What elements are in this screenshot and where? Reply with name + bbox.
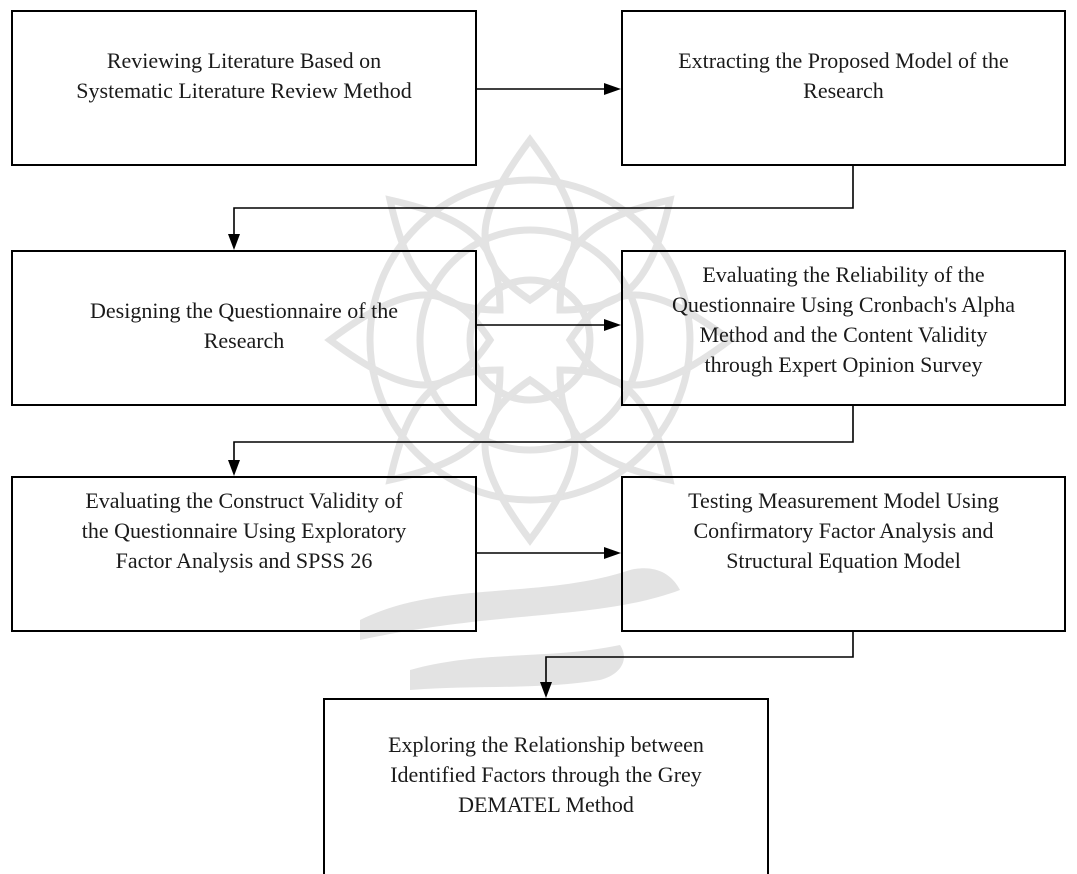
step-label: Testing Measurement Model Using Confirma…: [688, 486, 999, 576]
step-label: Exploring the Relationship between Ident…: [388, 730, 704, 820]
arrowhead-right: [604, 83, 621, 95]
step-text-line: through Expert Opinion Survey: [704, 352, 983, 377]
step-text-line: the Questionnaire Using Exploratory: [81, 518, 407, 543]
arrowhead-down: [540, 682, 552, 698]
step-text-line: Questionnaire Using Cronbach's Alpha: [671, 292, 1016, 317]
arrow-s6-s7: [545, 632, 854, 684]
step-text-line: Extracting the Proposed Model of the: [678, 48, 1009, 73]
arrow-s4-s5: [233, 406, 854, 462]
step-text-line: Evaluating the Construct Validity of: [85, 488, 403, 513]
step-text-line: Factor Analysis and SPSS 26: [115, 548, 373, 573]
step-text-line: Structural Equation Model: [726, 548, 961, 573]
step-text-line: Method and the Content Validity: [699, 322, 988, 347]
step-text-line: Reviewing Literature Based on: [106, 48, 382, 73]
step-construct-validity: Evaluating the Construct Validity of the…: [11, 476, 477, 632]
step-reliability-validity: Evaluating the Reliability of the Questi…: [621, 250, 1066, 406]
arrowhead-down: [228, 460, 240, 476]
step-literature-review: Reviewing Literature Based on Systematic…: [11, 10, 477, 166]
step-label: Evaluating the Reliability of the Questi…: [672, 260, 1015, 380]
arrowheads: [228, 83, 621, 698]
step-label: Reviewing Literature Based on Systematic…: [76, 46, 411, 106]
step-design-questionnaire: Designing the Questionnaire of the Resea…: [11, 250, 477, 406]
step-text-line: Exploring the Relationship between: [388, 732, 704, 757]
step-measurement-model: Testing Measurement Model Using Confirma…: [621, 476, 1066, 632]
step-text-line: Systematic Literature Review Method: [76, 78, 412, 103]
step-extract-model: Extracting the Proposed Model of the Res…: [621, 10, 1066, 166]
arrowhead-down: [228, 234, 240, 250]
arrow-s2-s3: [233, 166, 854, 236]
step-text-line: Evaluating the Reliability of the: [702, 262, 985, 287]
step-label: Evaluating the Construct Validity of the…: [82, 486, 406, 576]
step-label: Designing the Questionnaire of the Resea…: [90, 296, 398, 356]
step-text-line: Confirmatory Factor Analysis and: [693, 518, 994, 543]
step-grey-dematel: Exploring the Relationship between Ident…: [323, 698, 769, 874]
step-text-line: Identified Factors through the Grey: [390, 762, 702, 787]
arrowhead-right: [604, 319, 621, 331]
step-text-line: Testing Measurement Model Using: [688, 488, 999, 513]
arrowhead-right: [604, 547, 621, 559]
step-text-line: Research: [203, 328, 285, 353]
connector-lines: [233, 88, 854, 684]
step-text-line: Research: [803, 78, 884, 103]
step-label: Extracting the Proposed Model of the Res…: [678, 46, 1009, 106]
step-text-line: DEMATEL Method: [458, 792, 634, 817]
step-text-line: Designing the Questionnaire of the: [90, 298, 398, 323]
